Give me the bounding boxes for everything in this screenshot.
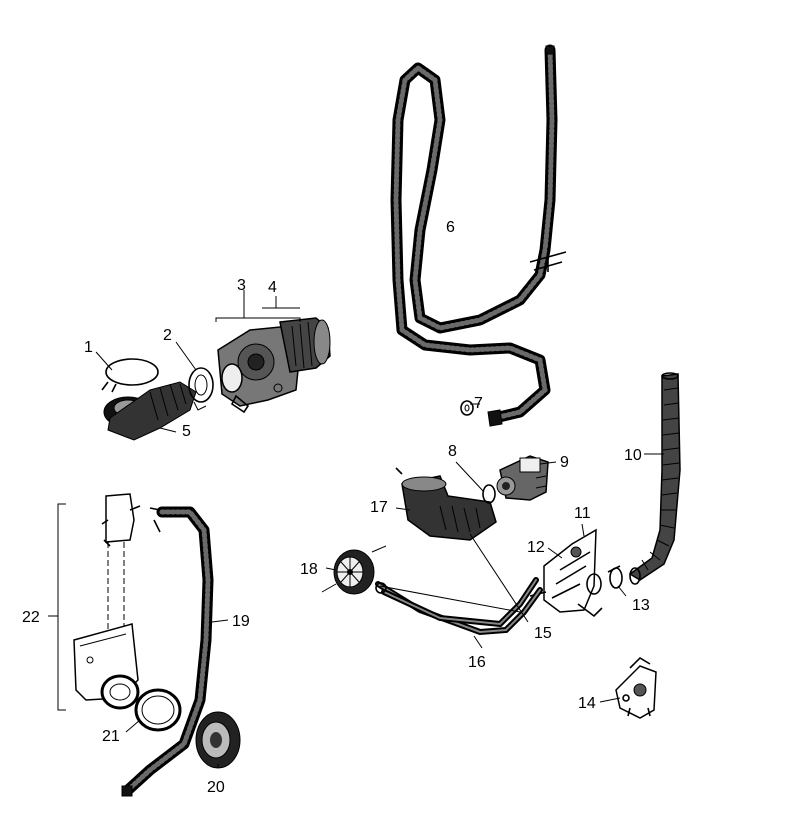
part-20-pulley-wheel — [195, 711, 241, 769]
callout-13: 13 — [632, 597, 650, 614]
part-4-pump-motor — [279, 317, 331, 373]
callout-21: 21 — [102, 728, 120, 745]
callout-18: 18 — [300, 561, 318, 578]
callout-10: 10 — [624, 447, 642, 464]
part-3-pump-housing — [217, 325, 301, 414]
part-1-clamp-ring — [101, 358, 159, 393]
callout-6: 6 — [446, 219, 455, 236]
part-7-hose-clamp — [460, 400, 474, 416]
part-9-water-valve — [496, 455, 549, 501]
callout-22: 22 — [22, 609, 40, 626]
part-14-mounting-bracket — [615, 656, 657, 719]
callout-5: 5 — [182, 423, 191, 440]
callout-14: 14 — [578, 695, 596, 712]
part-2-gasket — [188, 367, 214, 411]
part-5-sump-hose — [103, 381, 197, 441]
part-13-hose-clamp — [607, 565, 623, 589]
callout-9: 9 — [560, 454, 569, 471]
callout-3: 3 — [237, 277, 246, 294]
part-21-seal-ring — [100, 674, 182, 732]
callout-7: 7 — [474, 395, 483, 412]
callout-8: 8 — [448, 443, 457, 460]
callout-20: 20 — [207, 779, 225, 796]
leader-lines — [48, 290, 664, 768]
part-8-fitting-ring — [482, 484, 496, 504]
part-11-vent-housing — [529, 528, 603, 618]
callout-4: 4 — [268, 279, 277, 296]
callout-15: 15 — [534, 625, 552, 642]
part-18-pulley-disc — [321, 545, 387, 595]
part-6-drain-hose — [390, 44, 567, 427]
callout-labels: 1 2 3 4 5 6 7 8 9 10 11 12 13 14 15 16 1… — [22, 219, 650, 796]
callout-2: 2 — [163, 327, 172, 344]
part-15-tubing — [375, 577, 539, 628]
callout-17: 17 — [370, 499, 388, 516]
callout-16: 16 — [468, 654, 486, 671]
part-19-drain-hose — [121, 506, 214, 797]
callout-11: 11 — [574, 505, 591, 522]
callout-1: 1 — [84, 339, 93, 356]
part-17-elbow-fitting — [395, 467, 497, 541]
callout-19: 19 — [232, 613, 250, 630]
part-10-corrugated-hose — [628, 372, 681, 585]
callout-12: 12 — [527, 539, 545, 556]
